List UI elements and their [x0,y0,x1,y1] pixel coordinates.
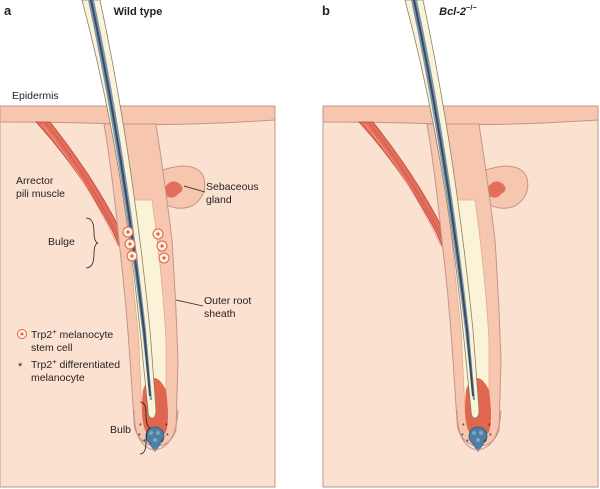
bulge-stem-cells [122,226,170,264]
svg-text:*: * [461,433,464,440]
star-icon: * [18,361,23,373]
svg-text:*: * [139,423,142,430]
bulb-melanocytes-b: *** *** [461,423,492,446]
panel-a-letter: a [4,3,12,18]
panel-a-title: Wild type [114,6,163,18]
label-bulb: Bulb [110,424,131,436]
svg-text:*: * [488,423,491,430]
legend-stem-line1: Trp2+ melanocyte [31,327,113,341]
svg-text:*: * [489,433,492,440]
svg-text:*: * [466,439,469,446]
svg-text:*: * [484,439,487,446]
legend-diff-line1: Trp2+ differentiated [31,357,120,371]
svg-text:*: * [138,433,141,440]
label-sebaceous-2: gland [206,194,232,206]
svg-text:*: * [166,433,169,440]
label-orsheath-2: sheath [204,308,236,320]
follicle-b [322,0,599,488]
label-sebaceous-1: Sebaceous [206,181,259,193]
panel-a: a Wild type *** *** Epidermis Arrector p… [0,0,276,488]
panel-b: b Bcl-2−/− *** *** [322,0,599,488]
svg-text:*: * [462,423,465,430]
svg-text:*: * [165,423,168,430]
panel-b-letter: b [322,3,330,18]
legend-stem-line2: stem cell [31,342,72,354]
svg-text:*: * [161,439,164,446]
label-epidermis: Epidermis [12,90,59,102]
legend: Trp2+ melanocyte stem cell * Trp2+ diffe… [17,327,120,384]
legend-diff-line2: melanocyte [31,372,85,384]
svg-text:*: * [143,439,146,446]
label-arrector-2: pili muscle [16,188,65,200]
bulb-melanocytes: *** *** [138,423,169,446]
label-orsheath-1: Outer root [204,295,251,307]
label-arrector-1: Arrector [16,175,54,187]
panel-b-title: Bcl-2−/− [439,3,477,18]
label-bulge: Bulge [48,236,75,248]
follicle-a [0,0,276,488]
